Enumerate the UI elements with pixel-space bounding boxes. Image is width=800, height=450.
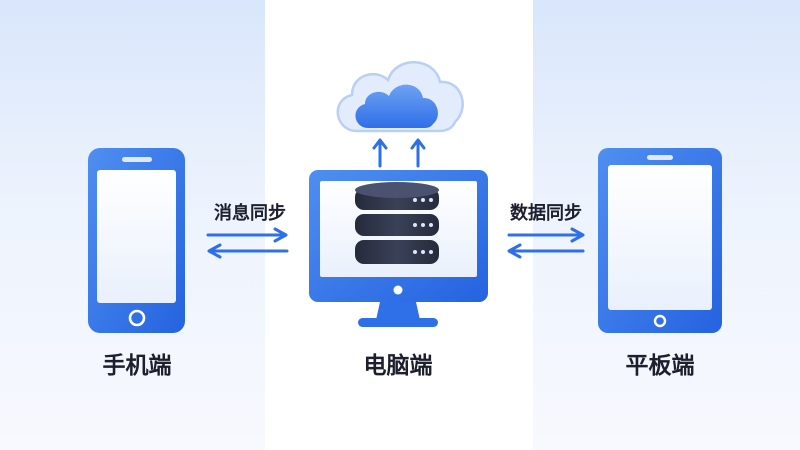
- message-sync-label: 消息同步: [214, 203, 286, 224]
- bidirectional-arrow-icon: [507, 227, 585, 259]
- bidirectional-arrow-icon: [206, 227, 289, 259]
- cloud-icon: [336, 61, 464, 133]
- upload-arrow-icon: [372, 138, 426, 168]
- database-icon: [355, 182, 439, 264]
- smartphone-icon: [88, 148, 185, 333]
- tablet-icon: [598, 148, 722, 333]
- message-sync-arrows: [206, 227, 289, 259]
- computer-label: 电脑端: [363, 353, 433, 379]
- data-sync-label: 数据同步: [510, 203, 582, 224]
- phone-label: 手机端: [102, 353, 172, 379]
- tablet-label: 平板端: [625, 353, 695, 379]
- data-sync-arrows: [507, 227, 585, 259]
